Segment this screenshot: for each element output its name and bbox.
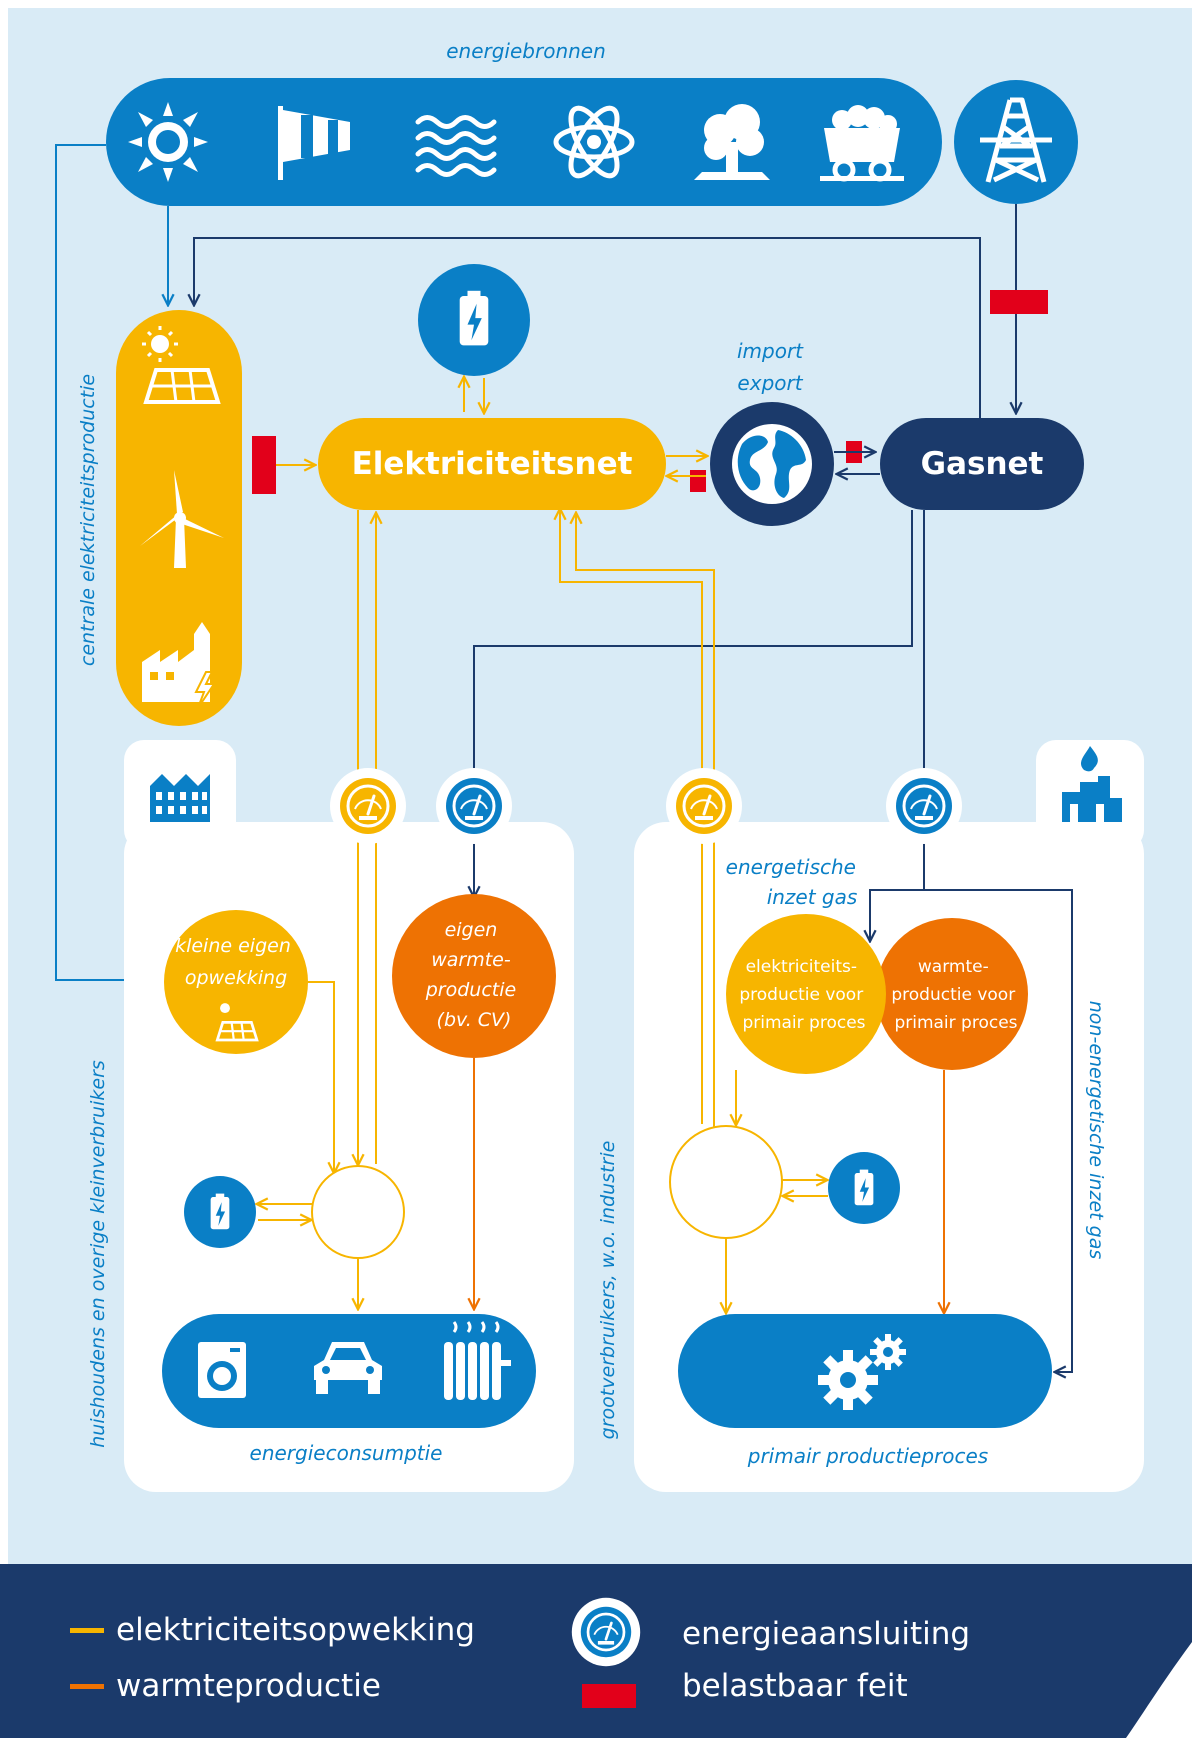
energetic-gas-line1: energetische [726,855,856,879]
elec-primary-line2: productie voor [739,985,863,1005]
non-energetic-gas-line [924,889,1073,1372]
central-production-label: centrale elektriciteitsproductie [77,374,99,666]
taxable-marker-gas-source [990,290,1048,314]
small-generation-line2: opwekking [185,967,287,989]
gas-grid-pill [880,418,1084,510]
car-icon [314,1342,382,1394]
battery-icon [854,1169,874,1206]
meter-icon [664,766,744,846]
energy-sources-title: energiebronnen [446,39,606,63]
meter-icon [328,766,408,846]
heat-primary-line1: warmte- [918,957,989,977]
gas-grid-label: Gasnet [921,446,1044,482]
taxable-marker-elec-import [690,470,706,492]
taxable-marker-central [252,436,276,494]
energy-sources-bar [106,78,942,206]
own-heat-line2: warmte- [431,949,511,971]
water-waves-icon [415,115,497,177]
grid-to-industry-line [560,510,703,1124]
own-heat-line4: (bv. CV) [437,1009,512,1031]
household-hub-circle [311,1165,405,1259]
solar-panel-icon [215,1003,259,1042]
svg-text:warmte- productie voor: warmte- productie voor primair proces [891,957,1020,1033]
large-consumers-label: grootverbruikers, w.o. industrie [597,1141,619,1440]
drilling-rig-icon [980,97,1052,183]
import-label: import [737,339,804,363]
svg-text:eigen warmte- producti: eigen warmte- productie (bv. CV) [425,919,523,1031]
heat-primary-line3: primair proces [894,1013,1017,1033]
legend-taxable-label: belastbaar feit [682,1668,908,1704]
legend-heat-swatch [70,1684,104,1689]
own-heat-line1: eigen [445,919,498,941]
houses-icon [150,774,210,822]
own-heat-line3: productie [425,979,516,1001]
small-generation-line1: kleine eigen [175,935,291,957]
windsock-icon [278,106,350,180]
legend-heat-label: warmteproductie [116,1668,381,1704]
meter-icon [434,766,514,846]
industry-hub-circle [669,1125,783,1239]
legend-connection-label: energieaansluiting [682,1616,970,1652]
legend-taxable-swatch [582,1684,636,1708]
coal-cart-icon [820,105,904,182]
non-energetic-gas-label: non-energetische inzet gas [1085,1001,1107,1260]
legend-electricity-swatch [70,1628,104,1633]
elec-primary-line3: primair proces [742,1013,865,1033]
small-generation-circle [164,910,308,1054]
radiator-icon [444,1321,511,1400]
washing-machine-icon [198,1342,246,1398]
globe-icon [732,424,812,504]
industry-to-grid-line [576,514,715,1134]
electricity-grid-label: Elektriciteitsnet [352,446,633,482]
energy-consumption-label: energieconsumptie [250,1441,443,1465]
svg-text:elektriciteits- productie: elektriciteits- productie voor primair p… [739,957,868,1033]
gasnet-to-industry-line [870,510,925,940]
sun-icon [128,102,208,182]
primary-process-label: primair productieproces [747,1444,988,1468]
power-plant-icon [142,622,216,709]
wind-turbine-icon [140,470,224,568]
households-label: huishoudens en overige kleinverbruikers [87,1060,109,1448]
battery-icon [459,290,489,346]
gears-icon [818,1334,906,1410]
own-heat-circle [392,894,556,1058]
small-gen-to-hub-line [308,981,334,1172]
svg-text:kleine eigen opwekking: kleine eigen opwekking [175,935,297,989]
svg-text:energetische inzet gas: energetische inzet gas [726,855,863,909]
legend-electricity-label: elektriciteitsopwekking [116,1612,475,1648]
meter-icon [884,766,964,846]
electricity-grid-pill [318,418,666,510]
battery-icon [210,1193,230,1230]
sources-to-small-gen-line [55,144,158,980]
heat-primary-line2: productie voor [891,985,1015,1005]
solar-panel-icon [142,326,221,404]
elec-primary-circle [726,914,886,1074]
legend-meter-icon [570,1596,642,1668]
elec-primary-line1: elektriciteits- [746,957,857,977]
export-label: export [737,371,803,395]
tree-icon [694,104,770,180]
heat-primary-circle [876,918,1028,1070]
energetic-gas-line2: inzet gas [767,885,858,909]
gas-return-line [194,237,981,418]
factory-icon [1062,746,1122,822]
